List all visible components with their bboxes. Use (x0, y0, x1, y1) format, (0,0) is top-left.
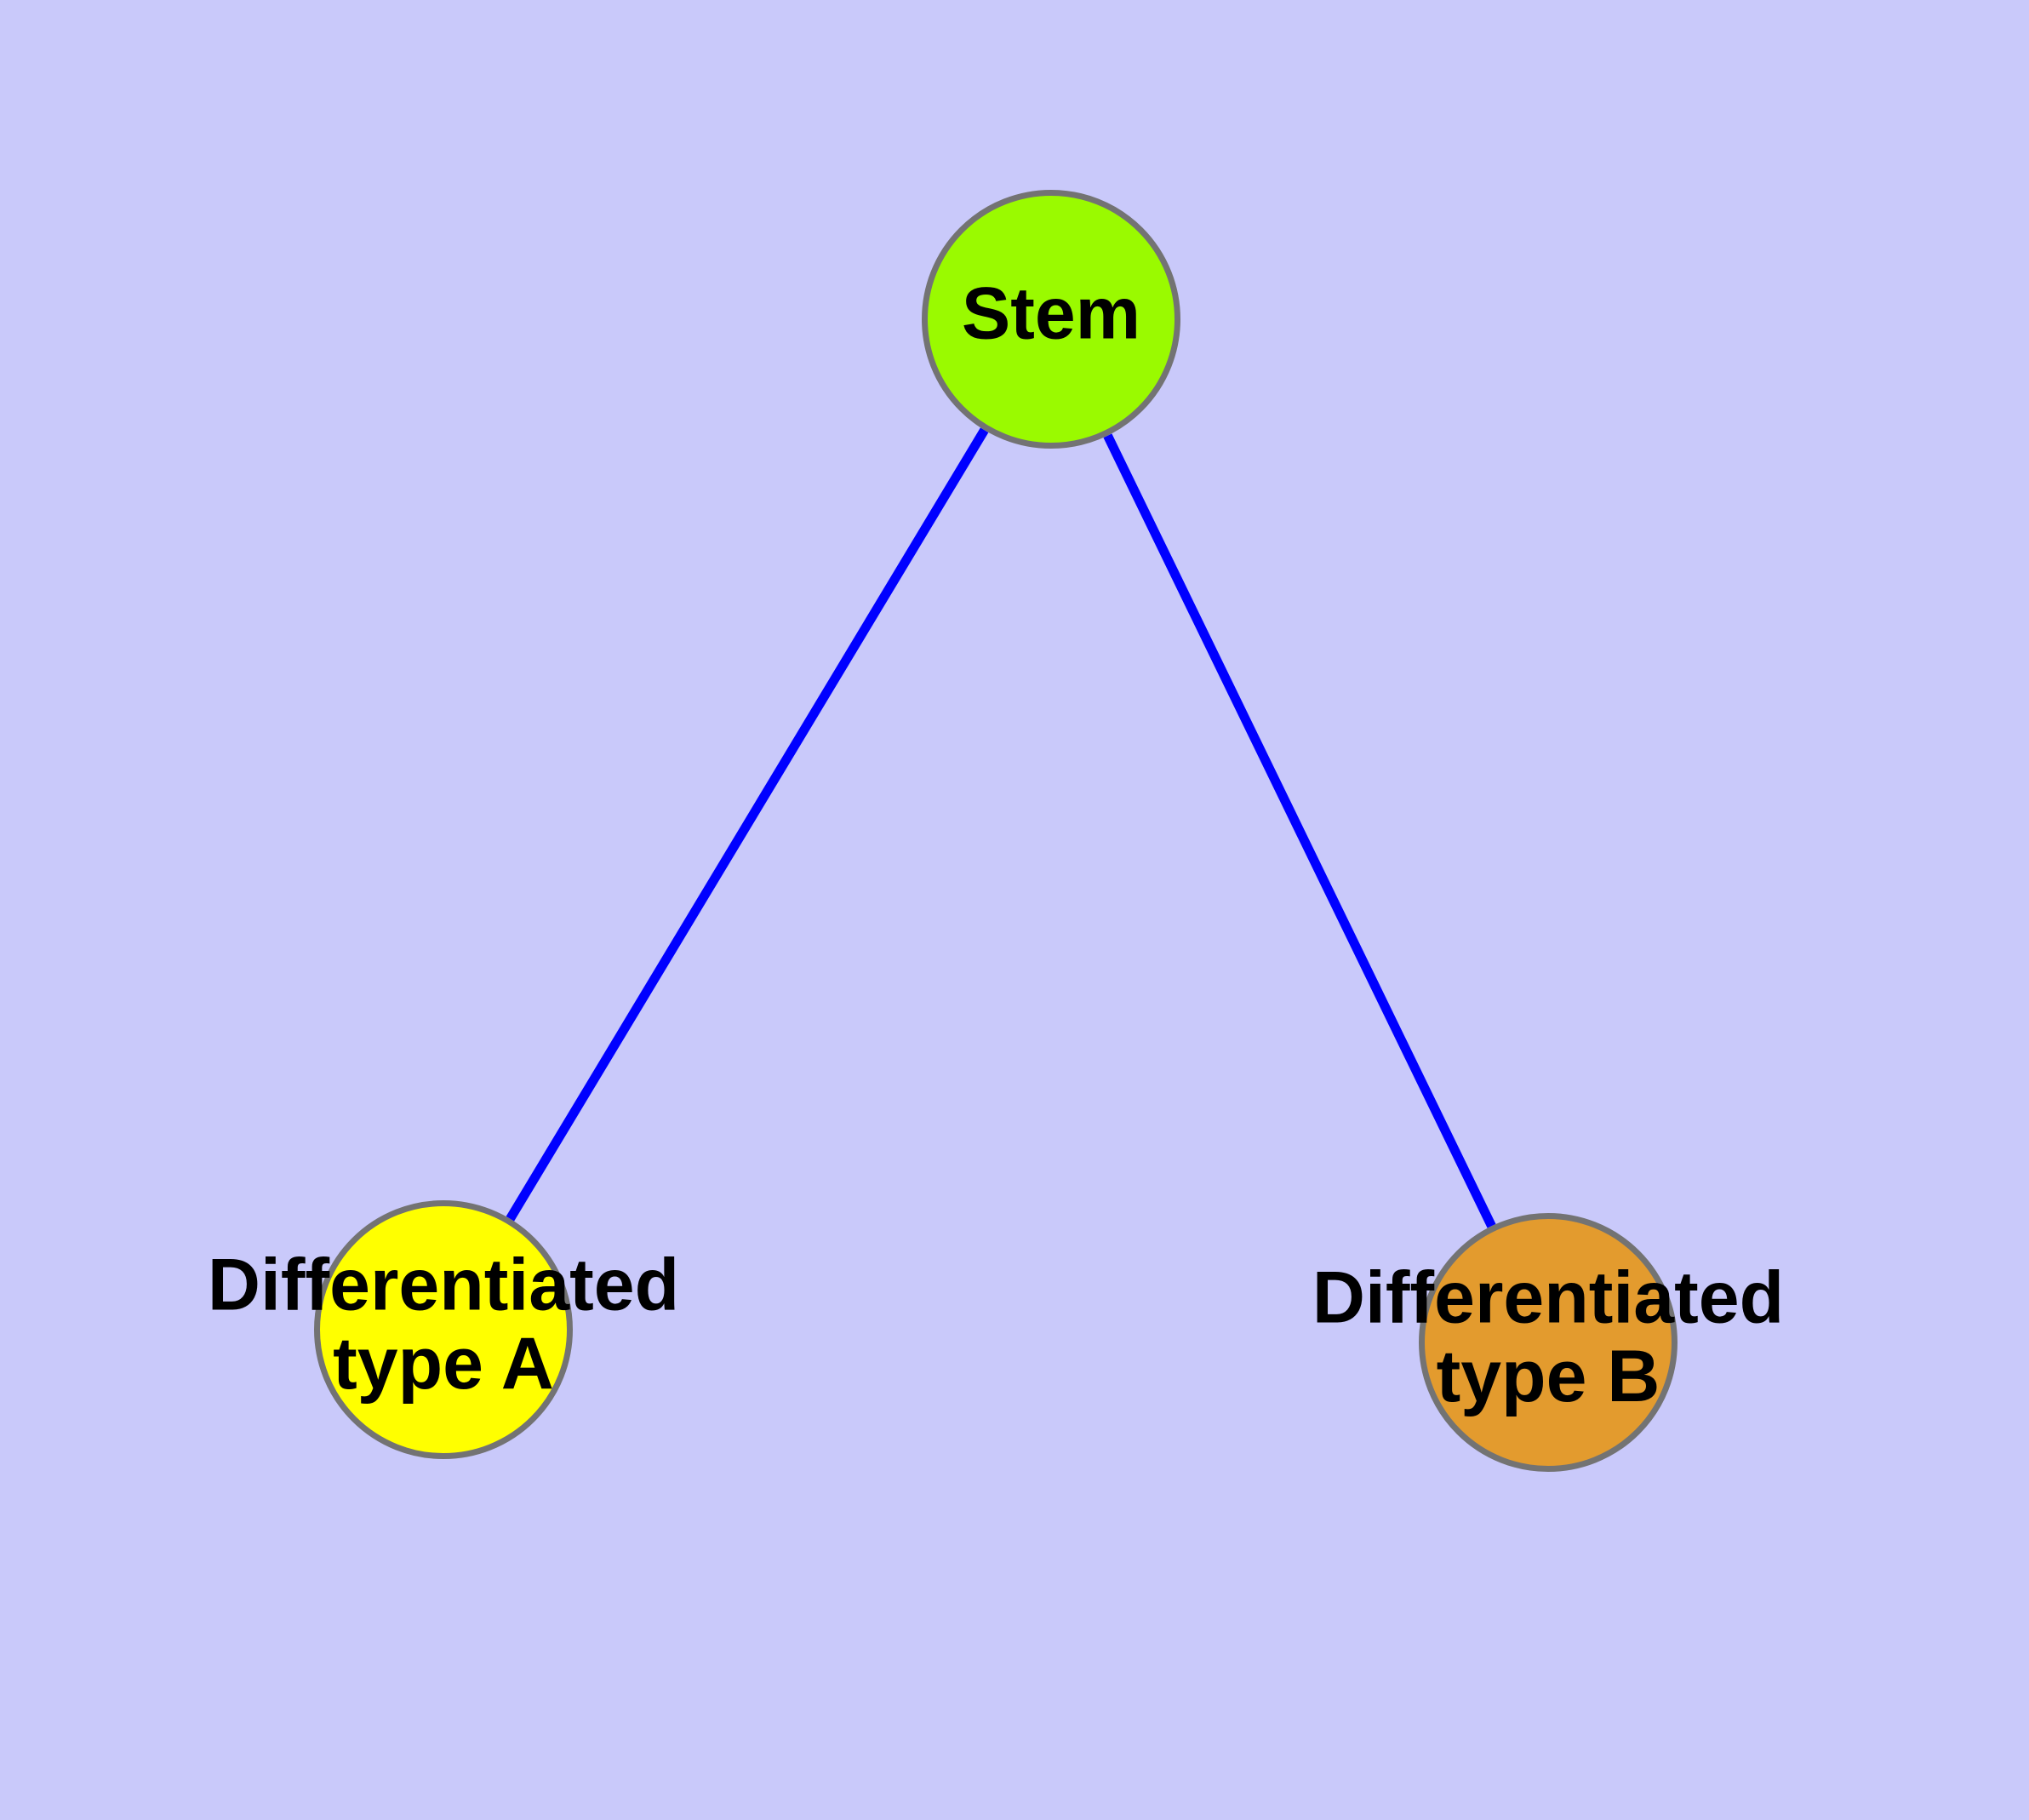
node-label-diff_a-line-1: Differentiated (208, 1244, 679, 1325)
node-label-diff_b-line-2: type B (1437, 1336, 1660, 1417)
node-label-diff_a-line-2: type A (333, 1323, 554, 1405)
edge-layer (506, 427, 1496, 1228)
node-circle-diff_a[interactable] (314, 1200, 573, 1459)
graph-edge-stem-diff_b[interactable] (1103, 433, 1496, 1228)
graph-node-stem[interactable]: Stem (922, 190, 1180, 449)
node-label-diff_b-line-1: Differentiated (1312, 1256, 1784, 1338)
graph-edge-stem-diff_a[interactable] (506, 427, 989, 1222)
node-label-stem-line-1: Stem (962, 273, 1140, 355)
node-circle-diff_b[interactable] (1419, 1213, 1677, 1472)
node-circle-stem[interactable] (922, 190, 1180, 449)
